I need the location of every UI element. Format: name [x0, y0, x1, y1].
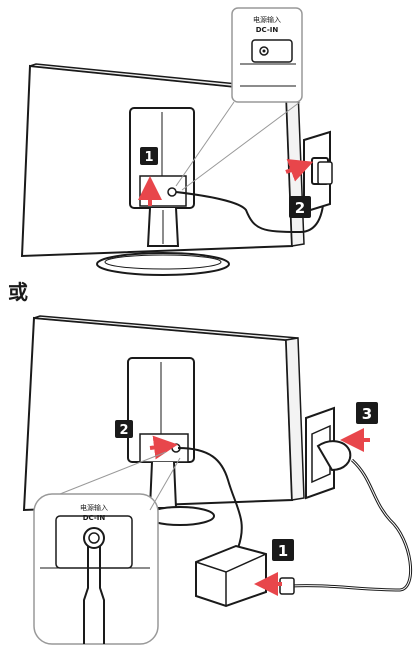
- top-callout-label-cn: 电源输入: [253, 15, 281, 24]
- bottom-arrow-dc: [150, 446, 166, 448]
- svg-text:2: 2: [295, 199, 305, 217]
- svg-text:2: 2: [119, 423, 128, 438]
- bottom-step-badge-1: 1: [272, 539, 294, 561]
- svg-text:1: 1: [278, 542, 288, 560]
- svg-text:3: 3: [362, 405, 372, 423]
- top-step-badge-1: 1: [140, 147, 158, 165]
- bottom-ac-cord-plug: [280, 578, 294, 594]
- svg-text:1: 1: [144, 150, 153, 165]
- top-step-badge-2: 2: [289, 196, 311, 218]
- top-callout-label-en: DC-IN: [256, 26, 279, 34]
- bottom-monitor-diagram: 电源输入 DC-IN 2 3 1: [24, 316, 411, 644]
- bottom-step-badge-3: 3: [356, 402, 378, 424]
- or-separator-text: 或: [8, 276, 28, 305]
- bottom-ac-adapter: [196, 546, 266, 606]
- bottom-callout-label-en: DC-IN: [83, 514, 106, 522]
- bottom-step-badge-2: 2: [115, 420, 133, 438]
- bottom-wall-outlet: [306, 408, 350, 498]
- bottom-callout-label-cn: 电源输入: [80, 503, 108, 512]
- top-monitor-diagram: 电源输入 DC-IN 1 2: [22, 8, 332, 275]
